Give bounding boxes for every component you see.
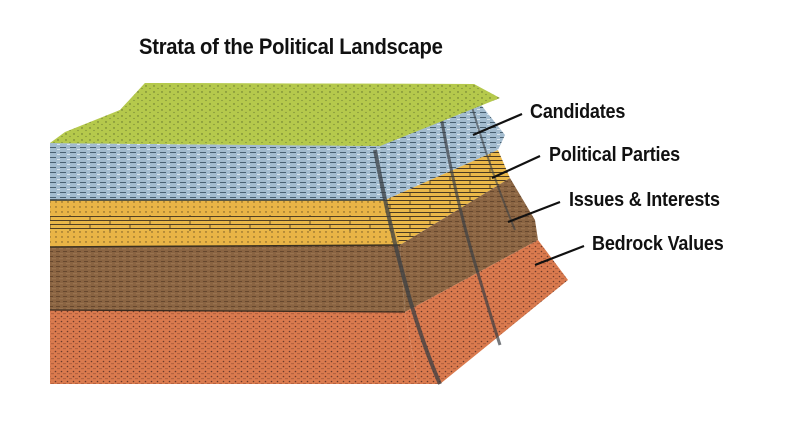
layer-candidates-front [50,143,385,200]
leader-lines [472,112,585,267]
layer-issues-front [50,245,405,312]
layer-bedrock-side [405,240,568,384]
leader-line-issues [507,200,561,224]
layer-bedrock-front [50,310,418,384]
leader-line-parties [491,155,541,179]
diagram-title: Strata of the Political Landscape [139,34,443,59]
right-face [373,96,568,385]
layer-label-political-parties: Political Parties [549,144,681,166]
layer-label-candidates: Candidates [530,101,626,123]
layer-parties-side [385,150,510,245]
leader-line-candidates [472,112,523,137]
layer-label-issues-interests: Issues & Interests [569,189,720,211]
front-face [49,143,418,384]
leader-line-bedrock [534,244,585,267]
layer-label-bedrock-values: Bedrock Values [592,233,724,255]
layer-candidates-side [380,96,505,200]
